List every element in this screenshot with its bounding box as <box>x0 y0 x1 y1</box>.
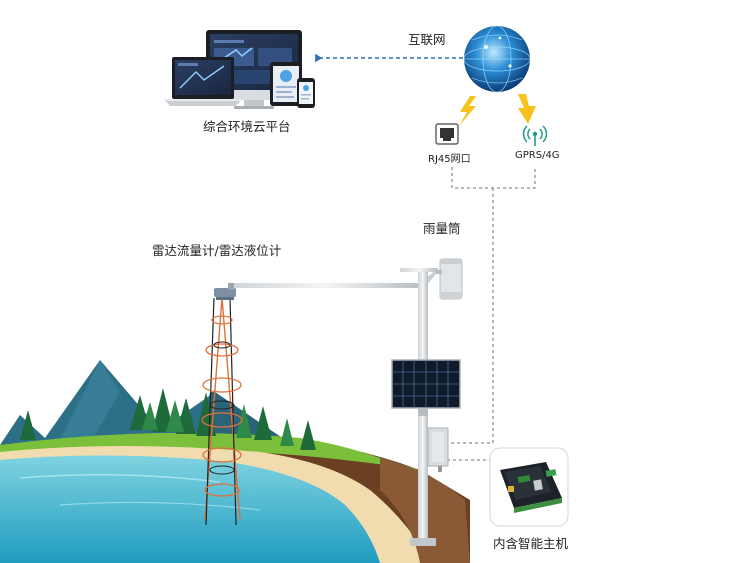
rj45-label: RJ45网口 <box>428 154 471 165</box>
control-box <box>427 427 449 472</box>
smartphone <box>297 78 315 108</box>
gprs-label: GPRS/4G <box>515 150 560 161</box>
radar-sensor <box>214 283 236 300</box>
smart-host-card <box>489 447 569 527</box>
wireless-signal-icon <box>522 125 548 146</box>
cloud-platform-label: 综合环境云平台 <box>203 119 291 134</box>
radar-beam <box>201 297 243 526</box>
internet-label: 互联网 <box>408 32 446 47</box>
radar-label: 雷达流量计/雷达液位计 <box>152 243 282 258</box>
landscape <box>0 360 470 563</box>
cloud-platform-devices <box>164 30 315 109</box>
solar-panel <box>391 359 461 416</box>
laptop <box>164 57 242 106</box>
dashed-connection-lines <box>447 167 536 461</box>
ethernet-port-icon <box>435 123 459 145</box>
globe-icon <box>463 25 531 93</box>
rain-gauge-label: 雨量筒 <box>423 221 461 236</box>
rain-gauge <box>436 258 463 300</box>
lightning-icon <box>459 96 476 126</box>
monitoring-pole <box>214 258 463 546</box>
circuit-board <box>500 462 562 513</box>
lightning-icon <box>518 94 536 124</box>
smart-host-label: 内含智能主机 <box>493 536 569 551</box>
tablet <box>270 62 302 106</box>
